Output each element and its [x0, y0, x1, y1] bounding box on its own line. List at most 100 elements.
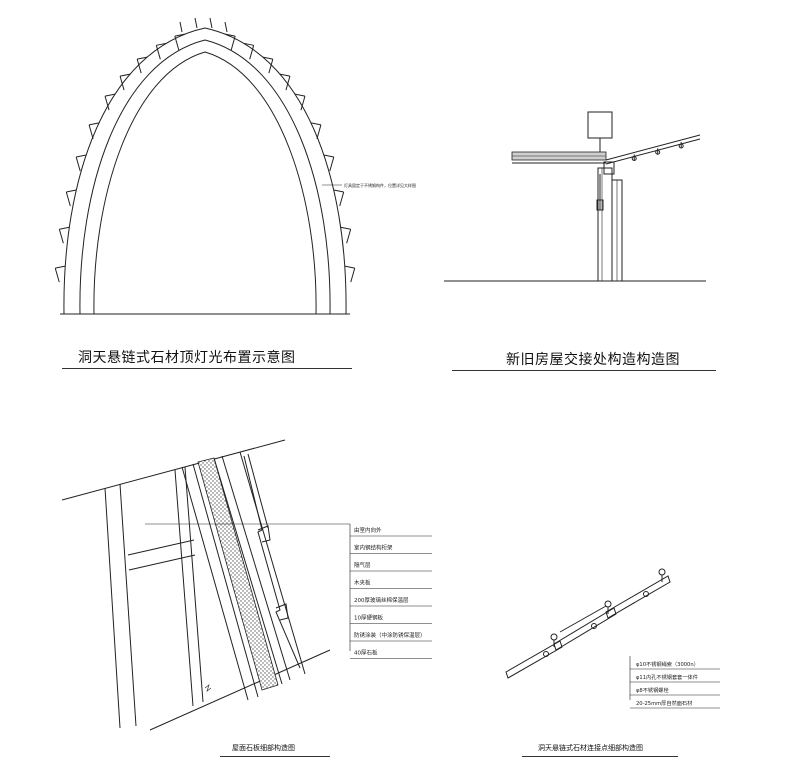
fin-tail: [65, 191, 71, 207]
fin: [88, 122, 100, 126]
fin-tail: [88, 124, 94, 139]
arch-inner-curve: [79, 39, 331, 315]
junction-caption-underline: [452, 370, 716, 371]
bolt: [658, 568, 666, 576]
fin-tail: [268, 58, 274, 74]
stone-plate: [505, 640, 563, 679]
fin-tail: [230, 36, 236, 51]
connection-label: φ10不锈钢绳索（3000n）: [636, 660, 699, 668]
fin: [243, 42, 254, 46]
arch-panel: 灯具固定于不锈钢构件，位置详见大样图: [54, 17, 416, 315]
stone-plate: [553, 607, 617, 651]
junction-panel: [444, 111, 706, 282]
connection-labels: φ10不锈钢绳索（3000n） φ11内孔不锈钢套套一体件 φ8不锈钢螺栓 20-25…: [630, 660, 720, 709]
roof-layer-label: 隔气层: [354, 561, 371, 569]
truss-left-1: [104, 487, 121, 729]
roof-layer-label: 由室内向外: [354, 526, 382, 534]
joint-bracket: [596, 199, 604, 211]
fin-tail: [249, 45, 255, 60]
fin: [156, 42, 167, 46]
junction-joint: [603, 161, 615, 175]
fin: [279, 73, 291, 77]
fin-tail: [285, 76, 291, 91]
fin: [104, 93, 116, 97]
roof-layer-label: 防锈涂装（中涂防锈保温层）: [354, 631, 426, 639]
roof-caption-underline: [220, 756, 330, 757]
break-mark: [204, 684, 212, 692]
clip-2: [275, 603, 289, 621]
fin-tail: [346, 229, 352, 244]
roof-bottom-line: [149, 649, 331, 731]
roof-panel: 由室内向外室内钢结构桁架隔气层木夹板200厚玻璃丝棉保温层10厚硬钢板防锈涂装（…: [61, 439, 432, 731]
roof-layer-label: 室内钢结构桁架: [354, 544, 393, 552]
arch-inner-curve-2: [93, 51, 317, 315]
fin-tail: [119, 76, 125, 91]
fin: [59, 226, 70, 230]
stone-plate-edge: [247, 453, 269, 529]
layer-line-2: [192, 463, 259, 698]
connection-label: φ8不锈钢螺栓: [636, 686, 669, 694]
connection-label: 20-25mm厚自然面石材: [636, 699, 692, 707]
stone-clips: [257, 525, 289, 621]
stone-plates: [243, 455, 301, 669]
insulation-layer: [197, 457, 279, 691]
roof-layer-label: 200厚玻璃丝棉保温层: [354, 596, 409, 604]
sloped-roof-inner: [605, 138, 701, 165]
fin: [194, 17, 198, 29]
layer-line-3: [213, 457, 283, 685]
layer-line-4: [221, 455, 291, 681]
truss-right-2: [184, 466, 204, 703]
fin-tail: [75, 156, 81, 172]
arch-caption-underline: [62, 368, 352, 369]
connection-caption-underline: [522, 756, 678, 757]
fin: [66, 189, 77, 193]
roof-layer-label: 木夹板: [354, 579, 371, 587]
truss-left-2: [119, 483, 137, 727]
roof-layer-label: 40厚石板: [354, 649, 378, 657]
stone-plate: [605, 575, 671, 619]
rope: [559, 605, 607, 633]
fin: [294, 93, 306, 97]
junction-clips: [631, 142, 684, 161]
fin: [76, 154, 87, 158]
fin-tail: [54, 267, 60, 283]
fin: [55, 265, 66, 269]
arch-outer-curve: [63, 27, 347, 315]
fin: [174, 33, 185, 37]
connection-stone-plates: [505, 568, 671, 679]
fin: [323, 154, 334, 158]
fin: [209, 17, 213, 29]
fin: [262, 56, 273, 60]
roof-top-line: [61, 439, 286, 501]
bolt-head: [591, 623, 597, 629]
arch-note: 灯具固定于不锈钢构件，位置详见大样图: [344, 182, 416, 188]
fin: [225, 33, 236, 37]
fin-tail: [136, 58, 142, 74]
fin: [119, 73, 131, 77]
fin: [310, 122, 322, 126]
fin-tail: [316, 124, 322, 139]
fin-tail: [174, 36, 180, 51]
arch-light-fins: [54, 17, 356, 283]
connection-label: φ11内孔不锈钢套套一体件: [636, 673, 698, 681]
roof-layer-labels: 由室内向外室内钢结构桁架隔气层木夹板200厚玻璃丝棉保温层10厚硬钢板防锈涂装（…: [350, 526, 432, 659]
bolt-head: [643, 591, 649, 597]
arch-caption: 洞天悬链式石材顶灯光布置示意图: [78, 350, 296, 366]
bolt: [550, 633, 558, 641]
fin: [179, 21, 183, 33]
junction-upper-box: [587, 111, 613, 139]
fin: [137, 56, 148, 60]
bolt-head: [543, 651, 549, 657]
fin-tail: [300, 96, 306, 111]
junction-caption: 新旧房屋交接处构造构造图: [506, 352, 680, 368]
layer-line-1: [181, 466, 249, 701]
truss-brace-1: [127, 539, 195, 556]
fin-tail: [104, 96, 110, 111]
fin-tail: [329, 156, 335, 172]
fin: [340, 226, 351, 230]
fin: [333, 189, 344, 193]
truss-right-1: [174, 469, 194, 707]
fin-tail: [155, 45, 161, 60]
roof-caption: 屋面石板细部构造图: [232, 744, 295, 752]
